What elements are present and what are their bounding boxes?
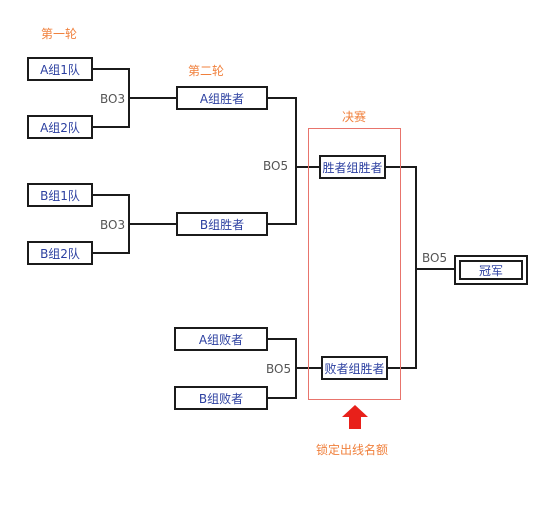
team-b2-box: B组2队: [27, 241, 93, 265]
bo-b-semis: BO3: [100, 218, 126, 232]
bo-losers-final: BO5: [266, 362, 292, 376]
team-b1-box: B组1队: [27, 183, 93, 207]
champion-box: 冠军: [454, 255, 528, 285]
a-loser-box: A组败者: [174, 327, 268, 351]
bo-grand-final: BO5: [422, 251, 448, 265]
up-arrow-icon: [342, 405, 368, 429]
round-2-label: 第二轮: [188, 64, 225, 78]
round-1-label: 第一轮: [41, 27, 78, 41]
team-a1-box: A组1队: [27, 57, 93, 81]
connector-winners-final: [268, 97, 297, 225]
team-a2-box: A组2队: [27, 115, 93, 139]
bo-a-semis: BO3: [100, 92, 126, 106]
final-lock-frame: [308, 128, 401, 400]
losers-final-box: 败者组胜者: [321, 356, 388, 380]
winners-final-box: 胜者组胜者: [319, 155, 386, 179]
a-winner-box: A组胜者: [176, 86, 268, 110]
b-winner-box: B组胜者: [176, 212, 268, 236]
up-arrow-shape: [342, 405, 368, 429]
connector-grand-final: [386, 166, 417, 369]
bo-winners-final: BO5: [263, 159, 289, 173]
champion-label: 冠军: [459, 260, 523, 280]
b-loser-box: B组败者: [174, 386, 268, 410]
final-round-label: 决赛: [342, 110, 367, 124]
lock-qualification-label: 锁定出线名额: [316, 443, 389, 457]
